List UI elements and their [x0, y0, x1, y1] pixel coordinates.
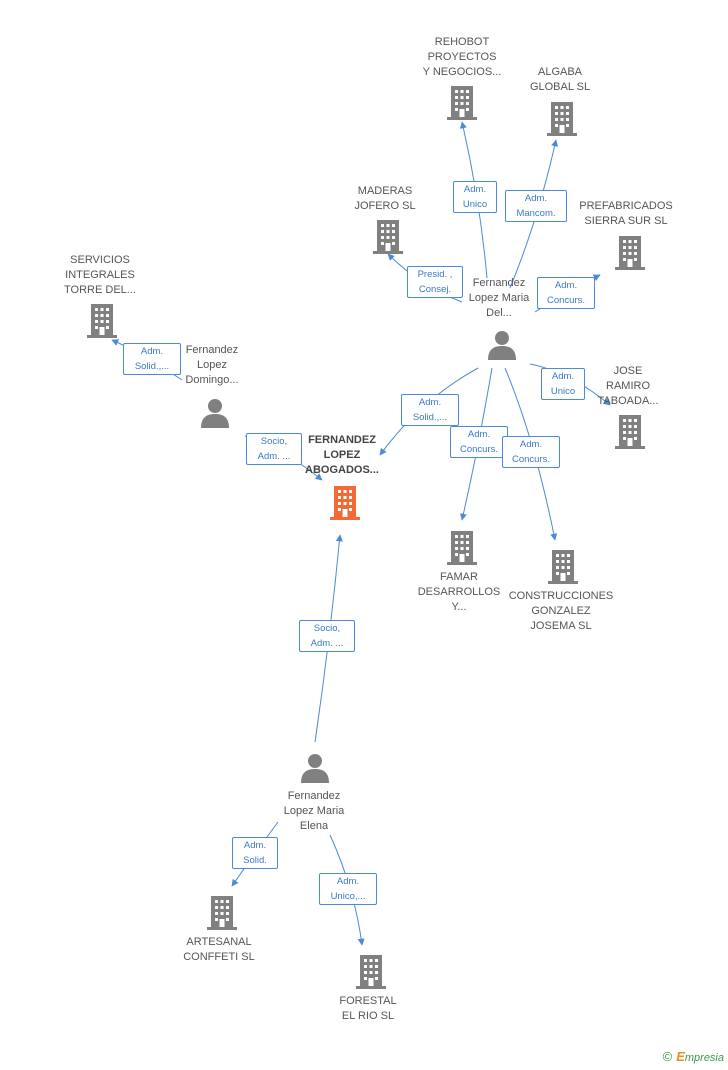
building-icon-servicios[interactable] [87, 304, 117, 338]
building-icon-jose[interactable] [615, 415, 645, 449]
building-icon-artesanal[interactable] [207, 896, 237, 930]
node-label-focus[interactable]: FERNANDEZ LOPEZ ABOGADOS... [305, 434, 379, 476]
person-icon-domingo[interactable] [201, 399, 229, 428]
brand-footer: ©Empresia [663, 1049, 724, 1064]
node-label-algaba[interactable]: ALGABA GLOBAL SL [529, 66, 591, 93]
node-label-servicios[interactable]: SERVICIOS INTEGRALES TORRE DEL... [64, 254, 136, 296]
building-icon-algaba[interactable] [547, 102, 577, 136]
building-icon-focus[interactable] [330, 486, 360, 520]
node-label-forestal[interactable]: FORESTAL EL RIO SL [339, 995, 397, 1022]
edge-tag-focus-del: Adm. Solid.,... [401, 394, 459, 426]
person-icon-elena[interactable] [301, 754, 329, 783]
building-icon-maderas[interactable] [373, 220, 403, 254]
building-icon-construcciones[interactable] [548, 550, 578, 584]
edge-tag-famar: Adm. Concurs. [450, 426, 508, 458]
edge-tag-construcciones: Adm. Concurs. [502, 436, 560, 468]
node-label-prefabricados[interactable]: PREFABRICADOS SIERRA SUR SL [579, 200, 673, 227]
building-icon-famar[interactable] [447, 531, 477, 565]
edge-tag-forestal: Adm. Unico,... [319, 873, 377, 905]
brand-logo-initial: E [676, 1049, 685, 1064]
edge-tag-focus-domingo: Socio, Adm. ... [246, 433, 302, 465]
brand-logo-text: mpresia [684, 1052, 724, 1064]
person-icon-del[interactable] [488, 331, 516, 360]
edge-tag-focus-elena: Socio, Adm. ... [299, 620, 355, 652]
node-label-construcciones[interactable]: CONSTRUCCIONES GONZALEZ JOSEMA SL [508, 590, 614, 632]
node-label-person-del[interactable]: Fernandez Lopez Maria Del... [468, 277, 530, 319]
node-label-artesanal[interactable]: ARTESANAL CONFFETI SL [183, 936, 255, 963]
edge-tag-servicios: Adm. Solid.,... [123, 343, 181, 375]
node-label-person-domingo[interactable]: Fernandez Lopez Domingo... [185, 344, 239, 386]
node-label-jose[interactable]: JOSE RAMIRO TABOADA... [597, 365, 659, 407]
building-icon-rehobot[interactable] [447, 86, 477, 120]
node-label-maderas[interactable]: MADERAS JOFERO SL [354, 185, 416, 212]
building-icon-prefabricados[interactable] [615, 236, 645, 270]
building-icon-forestal[interactable] [356, 955, 386, 989]
node-label-famar[interactable]: FAMAR DESARROLLOS Y... [417, 571, 501, 613]
edge-tag-jose: Adm. Unico [541, 368, 585, 400]
edge-tag-prefabricados: Adm. Concurs. [537, 277, 595, 309]
node-label-person-elena[interactable]: Fernandez Lopez Maria Elena [283, 790, 345, 832]
copyright-symbol: © [662, 1049, 673, 1064]
edge-tag-maderas: Presid. , Consej. [407, 266, 463, 298]
node-label-rehobot[interactable]: REHOBOT PROYECTOS Y NEGOCIOS... [422, 36, 502, 78]
edge-tag-algaba: Adm. Mancom. [505, 190, 567, 222]
edge-tag-artesanal: Adm. Solid. [232, 837, 278, 869]
edge-tag-rehobot: Adm. Unico [453, 181, 497, 213]
